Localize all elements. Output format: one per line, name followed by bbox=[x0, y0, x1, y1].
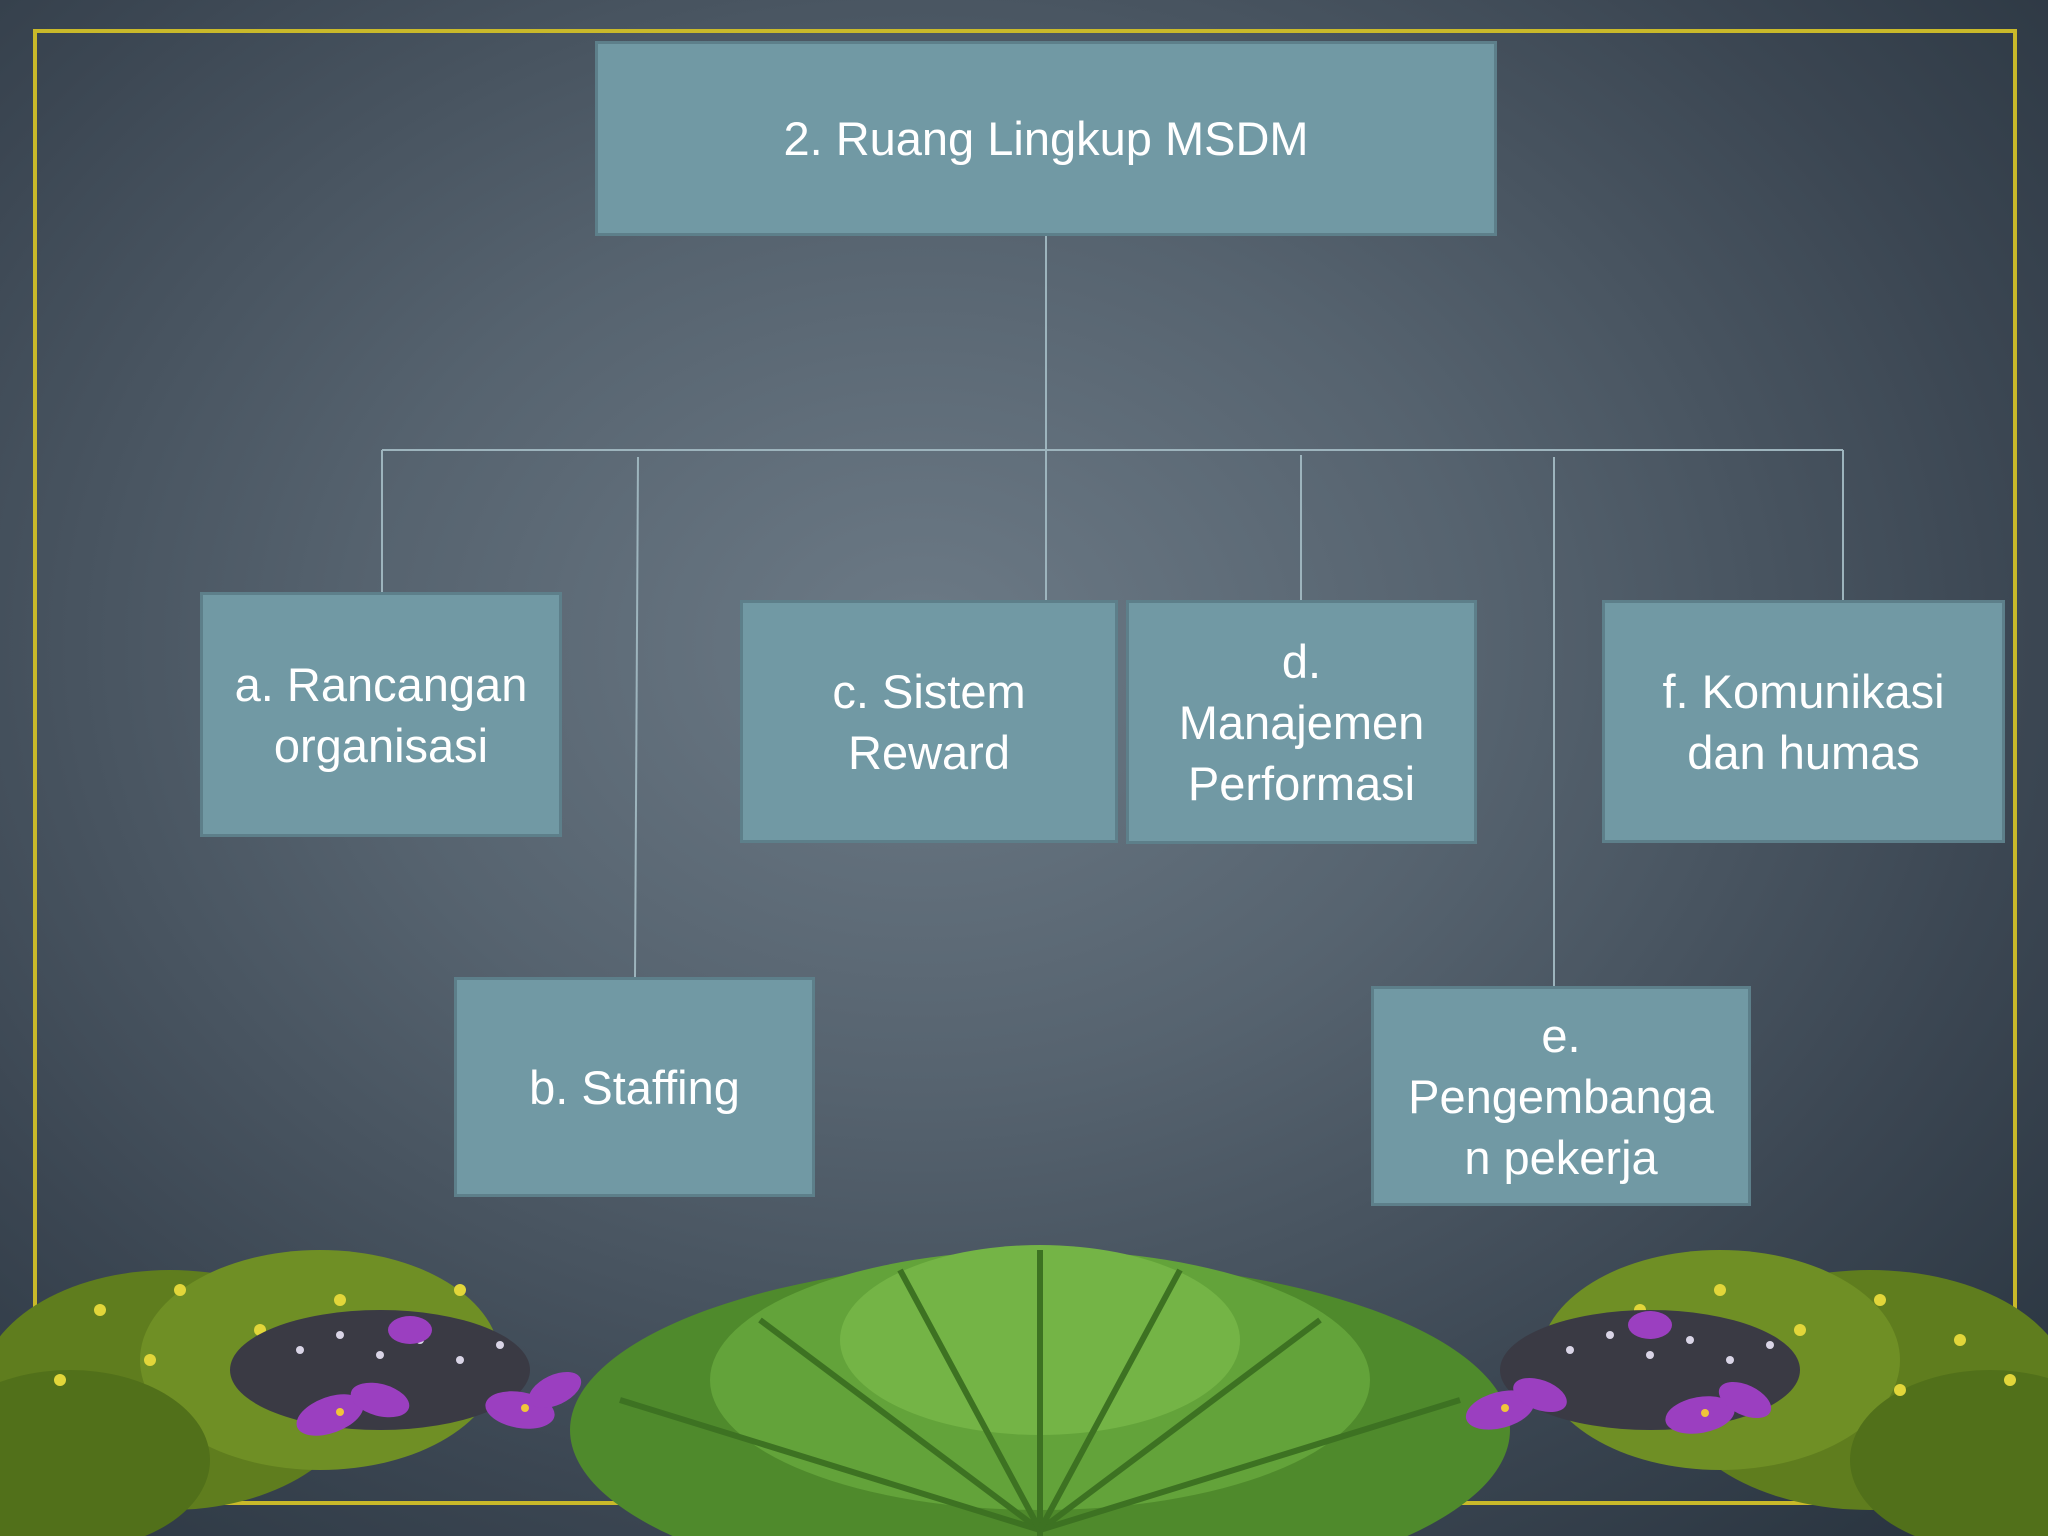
root-node: 2. Ruang Lingkup MSDM bbox=[595, 41, 1497, 236]
flower-garden-decoration bbox=[0, 1245, 2048, 1536]
node-sistem-reward: c. Sistem Reward bbox=[740, 600, 1118, 843]
node-staffing: b. Staffing bbox=[454, 977, 815, 1197]
crocus-flowers-left bbox=[296, 1316, 582, 1436]
node-komunikasi-humas: f. Komunikasi dan humas bbox=[1602, 600, 2005, 843]
node-pengembangan-pekerja: e. Pengembanga n pekerja bbox=[1371, 986, 1751, 1206]
node-manajemen-performasi: d. Manajemen Performasi bbox=[1126, 600, 1477, 844]
node-rancangan-organisasi: a. Rancangan organisasi bbox=[200, 592, 562, 837]
crocus-flowers-right bbox=[1465, 1311, 1772, 1434]
